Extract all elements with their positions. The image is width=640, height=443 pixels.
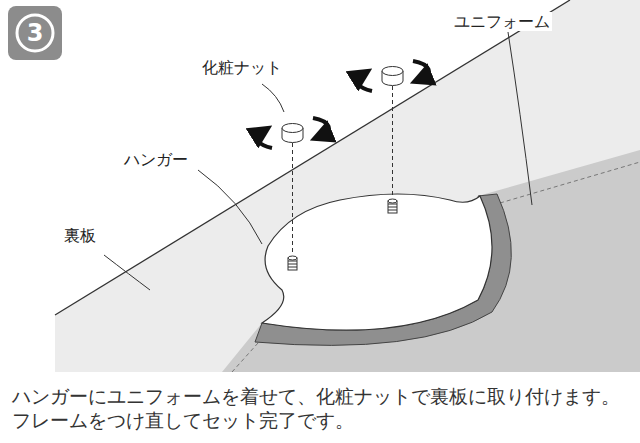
part-label: 裏板 xyxy=(62,226,98,245)
decorative-nut xyxy=(282,124,303,143)
part-label: 化粧ナット xyxy=(200,58,284,77)
part-label: ハンガー xyxy=(122,150,190,169)
stud xyxy=(288,256,297,270)
step-badge xyxy=(8,6,62,60)
caption: ハンガーにユニフォームを着せて、化粧ナットで裏板に取り付けます。 フレームをつけ… xyxy=(12,384,634,432)
stud xyxy=(388,199,397,213)
callout-number: 3 xyxy=(20,18,50,48)
guide-line xyxy=(292,143,293,255)
hanger xyxy=(262,194,492,330)
uniform-stitch xyxy=(500,162,640,203)
leader-line xyxy=(104,32,532,290)
part-label: ユニフォーム xyxy=(452,12,552,31)
uniform xyxy=(222,150,640,372)
back-board xyxy=(55,0,640,372)
badge-ring xyxy=(17,15,53,51)
guide-line xyxy=(392,86,393,198)
decorative-nut xyxy=(382,67,403,86)
collar-band xyxy=(255,194,511,345)
uniform-stitch xyxy=(232,343,258,372)
